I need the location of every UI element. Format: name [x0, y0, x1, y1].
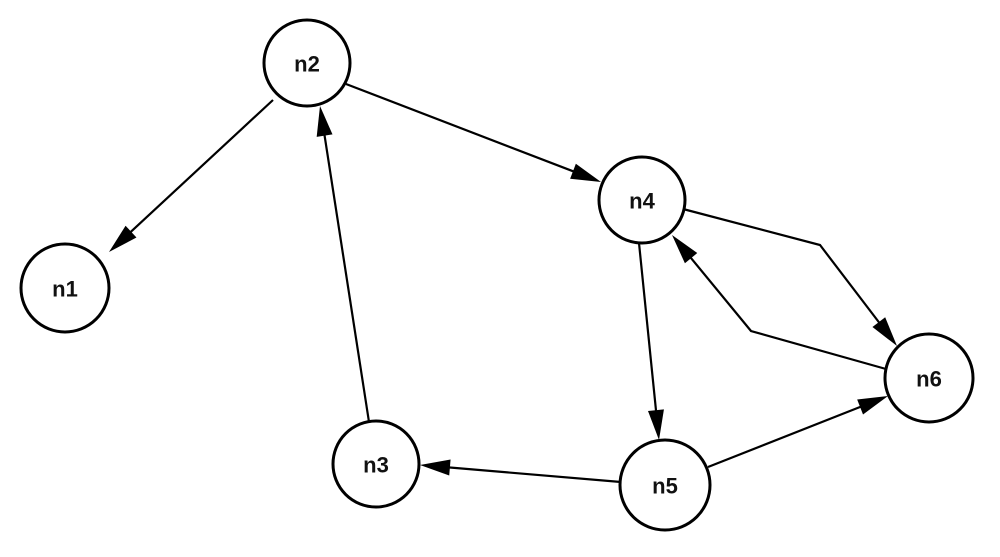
arrow-head-icon [648, 409, 664, 440]
graph-node-n4[interactable]: n4 [597, 155, 687, 245]
graph-node-n5[interactable]: n5 [618, 438, 712, 532]
arrow-head-icon [857, 396, 888, 415]
edge-line [707, 404, 864, 469]
node-circle[interactable] [331, 419, 421, 509]
nodes-layer: n1 n2 n3 n4 n5 n6 [19, 18, 975, 532]
graph-node-n3[interactable]: n3 [331, 419, 421, 509]
edge-line [446, 466, 622, 484]
edge-line [682, 207, 882, 326]
arrow-head-icon [420, 459, 451, 476]
node-circle[interactable] [597, 155, 687, 245]
arrow-head-icon [570, 163, 601, 182]
edge-n4-to-n6[interactable] [682, 207, 897, 346]
edge-line [688, 255, 887, 371]
node-circle[interactable] [19, 242, 111, 334]
edge-n2-to-n4[interactable] [345, 82, 601, 182]
edge-n4-to-n5[interactable] [637, 242, 664, 440]
graph-node-n1[interactable]: n1 [19, 242, 111, 334]
node-circle[interactable] [262, 18, 352, 108]
edge-n2-to-n1[interactable] [109, 99, 274, 252]
edge-line [323, 132, 371, 423]
arrow-head-icon [109, 225, 137, 252]
node-circle[interactable] [618, 438, 712, 532]
arrow-head-icon [872, 317, 897, 346]
edge-n5-to-n6[interactable] [707, 396, 888, 469]
edge-n5-to-n3[interactable] [420, 459, 622, 484]
arrow-head-icon [672, 235, 698, 264]
edge-line [345, 82, 577, 174]
edges-layer [109, 82, 897, 484]
graph-node-n6[interactable]: n6 [883, 332, 975, 424]
edge-n6-to-n4[interactable] [672, 235, 887, 371]
edge-line [128, 99, 274, 235]
graph-node-n2[interactable]: n2 [262, 18, 352, 108]
edge-line [637, 242, 658, 414]
node-circle[interactable] [883, 332, 975, 424]
edge-n3-to-n2[interactable] [316, 106, 371, 423]
arrow-head-icon [316, 106, 333, 137]
